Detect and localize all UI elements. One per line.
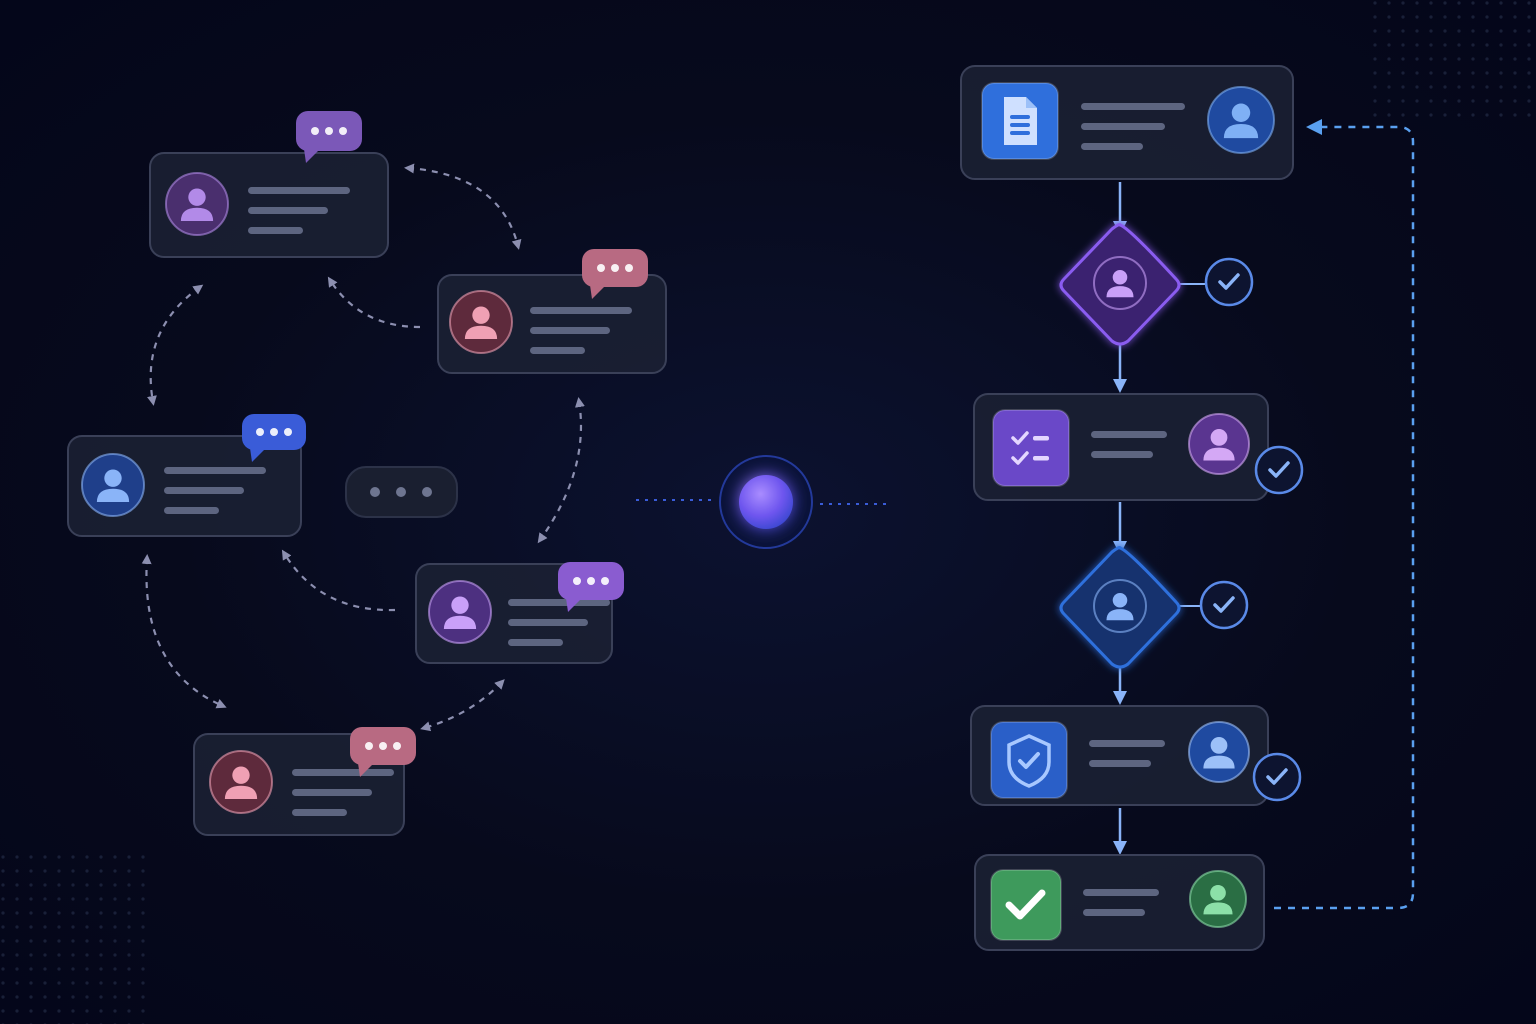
avatar xyxy=(1188,413,1250,475)
dashed-connector xyxy=(147,284,204,406)
dashed-connector xyxy=(141,554,227,709)
checkmark-icon xyxy=(990,869,1062,941)
ellipsis-pill xyxy=(345,466,458,518)
placeholder-text-line xyxy=(1083,909,1145,916)
placeholder-text-line xyxy=(292,769,394,776)
placeholder-text-line xyxy=(1091,431,1167,438)
checklist-icon xyxy=(992,409,1070,487)
chat-bubble-icon xyxy=(296,111,362,163)
chat-bubble-icon xyxy=(558,562,624,612)
placeholder-text-line xyxy=(248,207,328,214)
approval-workflow xyxy=(960,65,1304,951)
avatar xyxy=(449,290,513,354)
decision-node-s2[interactable] xyxy=(1059,223,1181,346)
placeholder-text-line xyxy=(508,599,610,606)
workflow-step-s5[interactable] xyxy=(970,705,1302,806)
placeholder-text-line xyxy=(248,227,303,234)
avatar xyxy=(209,750,273,814)
dashed-connector xyxy=(404,163,522,250)
approval-check-icon xyxy=(1254,445,1304,495)
placeholder-text-line xyxy=(1089,740,1165,747)
placeholder-text-line xyxy=(1081,103,1185,110)
member-card-m2[interactable] xyxy=(437,249,667,374)
hub-node xyxy=(739,475,793,529)
workflow-step-s6[interactable] xyxy=(974,854,1265,951)
dashed-connector xyxy=(420,679,505,732)
approval-check-icon xyxy=(1199,580,1249,630)
avatar xyxy=(1189,870,1247,928)
approval-check-icon xyxy=(1204,257,1254,307)
placeholder-text-line xyxy=(530,347,585,354)
dashed-connector xyxy=(327,276,421,329)
decision-node-s4[interactable] xyxy=(1059,546,1181,669)
placeholder-text-line xyxy=(1089,760,1151,767)
chat-bubble-icon xyxy=(350,727,416,777)
placeholder-text-line xyxy=(1083,889,1159,896)
avatar xyxy=(1207,86,1275,154)
chat-bubble-icon xyxy=(582,249,648,299)
collaboration-connectors xyxy=(141,163,585,732)
member-card-m5[interactable] xyxy=(193,727,416,836)
avatar xyxy=(1188,721,1250,783)
avatar xyxy=(1093,579,1147,633)
placeholder-text-line xyxy=(1081,143,1143,150)
document-icon xyxy=(981,82,1059,160)
shield-check-icon xyxy=(990,721,1068,799)
placeholder-text-line xyxy=(1091,451,1153,458)
avatar xyxy=(428,580,492,644)
placeholder-text-line xyxy=(292,809,347,816)
placeholder-text-line xyxy=(508,639,563,646)
avatar xyxy=(165,172,229,236)
loop-back-connector xyxy=(1274,119,1415,910)
dot-grid-bottom-left xyxy=(0,850,150,1024)
placeholder-text-line xyxy=(530,307,632,314)
workflow-step-s1[interactable] xyxy=(960,65,1294,180)
member-card-m4[interactable] xyxy=(415,562,624,664)
placeholder-text-line xyxy=(164,487,244,494)
approval-check-icon xyxy=(1252,752,1302,802)
placeholder-text-line xyxy=(164,507,219,514)
avatar xyxy=(1093,256,1147,310)
avatar xyxy=(81,453,145,517)
collaboration-network xyxy=(67,111,667,836)
dot-grid-top-right xyxy=(1370,0,1536,120)
placeholder-text-line xyxy=(292,789,372,796)
member-card-m3[interactable] xyxy=(67,414,306,537)
dashed-connector xyxy=(281,549,396,612)
member-card-m1[interactable] xyxy=(149,111,389,258)
placeholder-text-line xyxy=(508,619,588,626)
placeholder-text-line xyxy=(164,467,266,474)
dashed-connector xyxy=(537,397,585,544)
placeholder-text-line xyxy=(248,187,350,194)
placeholder-text-line xyxy=(530,327,610,334)
workflow-step-s3[interactable] xyxy=(973,393,1304,501)
chat-bubble-icon xyxy=(242,414,306,462)
central-divider xyxy=(636,0,890,1024)
placeholder-text-line xyxy=(1081,123,1165,130)
